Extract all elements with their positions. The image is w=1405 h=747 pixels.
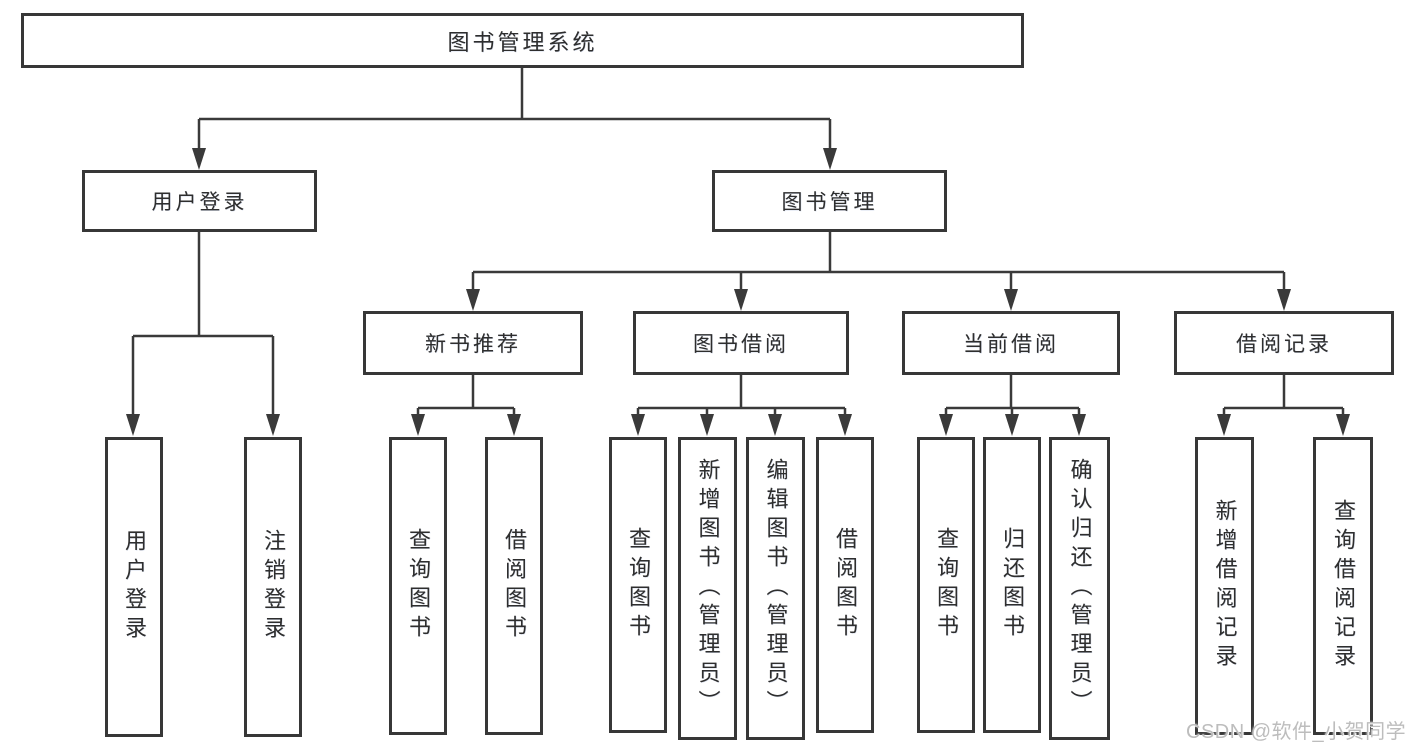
leaf-label: 查询借阅记录 [1331, 499, 1356, 673]
node-borrow-records: 借阅记录 [1174, 311, 1394, 375]
leaf-label: 归还图书 [1000, 527, 1025, 643]
node-current-borrow: 当前借阅 [902, 311, 1120, 375]
leaf-label: 借阅图书 [502, 528, 527, 644]
leaf-label: 确认归还（管理员） [1067, 458, 1093, 719]
node-leaf-query-borrow-record: 查询借阅记录 [1313, 437, 1373, 735]
node-leaf-add-borrow-record: 新增借阅记录 [1195, 437, 1254, 735]
node-book-management-branch: 图书管理 [712, 170, 947, 232]
leaf-label: 查询图书 [934, 527, 959, 643]
node-leaf-query-books-nb: 查询图书 [389, 437, 447, 735]
leaf-label: 查询图书 [406, 528, 431, 644]
node-leaf-query-books-cb: 查询图书 [917, 437, 975, 733]
node-leaf-confirm-return-admin: 确认归还（管理员） [1049, 437, 1110, 740]
node-leaf-borrow-books-bb: 借阅图书 [816, 437, 874, 733]
leaf-label: 查询图书 [626, 527, 651, 643]
node-leaf-query-books-bb: 查询图书 [609, 437, 667, 733]
node-new-book-recommend: 新书推荐 [363, 311, 583, 375]
node-book-borrow: 图书借阅 [633, 311, 849, 375]
leaf-label: 注销登录 [261, 529, 286, 645]
node-leaf-logout: 注销登录 [244, 437, 302, 737]
leaf-label: 新增图书（管理员） [695, 458, 721, 719]
leaf-label: 用户登录 [122, 529, 147, 645]
leaf-label: 借阅图书 [833, 527, 858, 643]
node-library-system: 图书管理系统 [21, 13, 1024, 68]
node-leaf-add-books-admin: 新增图书（管理员） [678, 437, 737, 740]
node-leaf-borrow-books-nb: 借阅图书 [485, 437, 543, 735]
node-leaf-return-books: 归还图书 [983, 437, 1041, 733]
node-user-login-branch: 用户登录 [82, 170, 317, 232]
leaf-label: 新增借阅记录 [1212, 499, 1238, 673]
node-leaf-edit-books-admin: 编辑图书（管理员） [746, 437, 805, 740]
csdn-watermark: CSDN @软件_小贺同学 [1186, 721, 1405, 743]
leaf-label: 编辑图书（管理员） [763, 458, 789, 719]
node-leaf-user-login: 用户登录 [105, 437, 163, 737]
